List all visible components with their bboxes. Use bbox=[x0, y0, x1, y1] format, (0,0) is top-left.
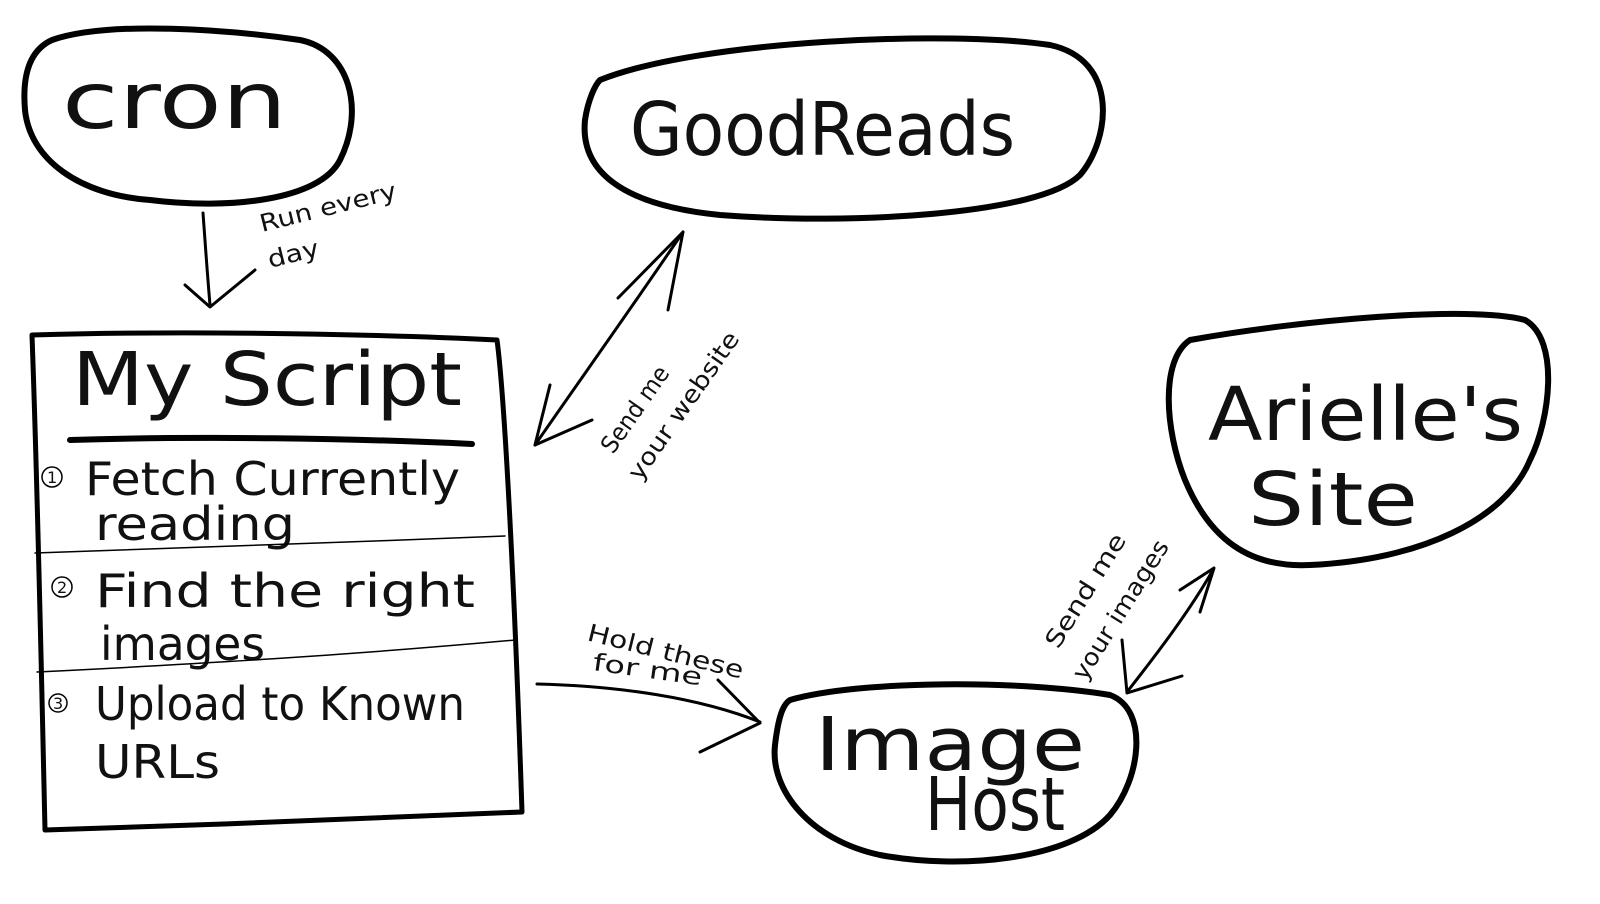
step-2-number: 2 bbox=[57, 578, 67, 597]
edge-cron-to-script-label-line2: day bbox=[265, 234, 322, 274]
cron-node: cron bbox=[21, 25, 355, 207]
edge-site-arrowhead bbox=[1178, 566, 1216, 614]
image-host-label-line1: Image bbox=[815, 702, 1085, 788]
step-1-number: 1 bbox=[47, 468, 57, 487]
edge-script-arrowhead bbox=[533, 383, 594, 447]
arielles-site-label-line1: Arielle's bbox=[1208, 372, 1523, 458]
edge-cron-to-script-shaft bbox=[201, 211, 212, 307]
arielles-site-label-line2: Site bbox=[1248, 457, 1418, 543]
edge-goodreads-arrowhead bbox=[616, 230, 685, 312]
step-3-text-line1: Upload to Known bbox=[95, 677, 465, 731]
goodreads-label: GoodReads bbox=[630, 87, 1015, 173]
goodreads-node: GoodReads bbox=[581, 35, 1106, 222]
image-host-label-line2: Host bbox=[925, 762, 1065, 848]
cron-ellipse bbox=[21, 25, 355, 207]
edge-site-to-imagehost-shaft bbox=[1125, 568, 1215, 694]
script-step-3: 3 Upload to Known URLs bbox=[48, 677, 465, 789]
edge-script-to-imagehost: Hold these for me bbox=[535, 619, 762, 754]
step-divider-1 bbox=[34, 535, 506, 554]
edge-script-to-imagehost-arrowhead bbox=[698, 678, 762, 754]
script-box: My Script 1 Fetch Currently reading 2 Fi… bbox=[29, 330, 525, 833]
edge-script-to-goodreads-shaft bbox=[533, 230, 685, 447]
goodreads-ellipse bbox=[581, 35, 1106, 222]
step-divider-2 bbox=[36, 639, 516, 673]
edge-script-to-goodreads: Send me your website bbox=[533, 230, 745, 485]
image-host-node: Image Host bbox=[771, 681, 1140, 865]
step-3-text-line2: URLs bbox=[95, 735, 220, 789]
step-3-number-circle bbox=[48, 693, 68, 713]
edge-cron-to-script-label-line1: Run every bbox=[257, 177, 400, 238]
step-2-number-circle bbox=[51, 576, 73, 598]
edge-cron-to-script: Run every day bbox=[183, 177, 400, 309]
step-1-text-line1: Fetch Currently bbox=[85, 452, 460, 506]
image-host-ellipse bbox=[771, 681, 1140, 865]
script-step-2: 2 Find the right images bbox=[51, 564, 475, 671]
step-2-text-line2: images bbox=[100, 617, 265, 671]
script-box-outline bbox=[29, 330, 525, 833]
script-step-1: 1 Fetch Currently reading bbox=[41, 452, 460, 551]
step-1-text-line2: reading bbox=[95, 497, 295, 551]
script-box-title: My Script bbox=[72, 337, 462, 423]
step-1-number-circle bbox=[41, 466, 63, 488]
edge-cron-to-script-arrowhead bbox=[183, 268, 257, 309]
arielles-site-blob bbox=[1165, 310, 1552, 569]
step-3-number: 3 bbox=[53, 694, 63, 713]
edge-imagehost-arrowhead bbox=[1120, 638, 1184, 695]
step-2-text-line1: Find the right bbox=[95, 564, 475, 618]
arielles-site-node: Arielle's Site bbox=[1165, 310, 1552, 569]
script-title-underline bbox=[67, 434, 475, 447]
edge-site-to-imagehost: Send me your images bbox=[1039, 528, 1216, 695]
edge-script-to-imagehost-shaft bbox=[535, 682, 762, 724]
cron-label: cron bbox=[62, 57, 287, 147]
